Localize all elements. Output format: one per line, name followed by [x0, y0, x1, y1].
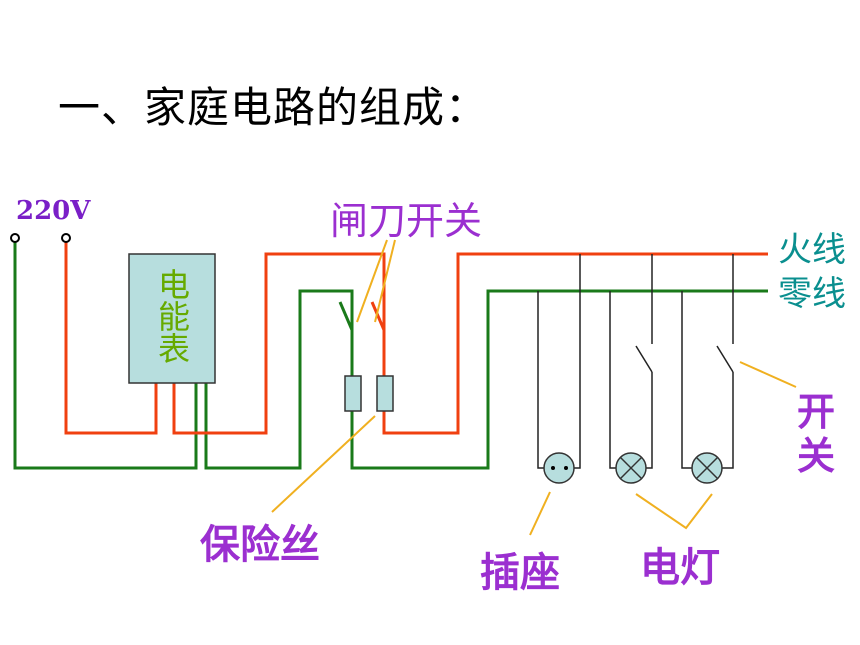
lamp2-switch-blade [716, 345, 734, 373]
neutral-wire-label: 零线 [778, 274, 846, 314]
socket-branch [537, 254, 581, 469]
neutral-wire-fuse-path [350, 289, 768, 470]
pointer-lamp [635, 493, 713, 530]
meter-label: 电能表 [153, 268, 191, 364]
knife-blade-right [370, 301, 386, 331]
voltage-label: 220V [16, 196, 91, 226]
lamp2-branch [681, 291, 734, 469]
live-wire-label: 火线 [778, 230, 846, 270]
pointer-switch [739, 361, 797, 388]
lamp1-branch [609, 291, 653, 469]
pointer-knife-right [374, 239, 396, 323]
pointer-socket [529, 491, 551, 536]
pointer-lines [271, 239, 797, 536]
knife-switch-label: 闸刀开关 [330, 199, 483, 243]
knife-blade-left [338, 301, 354, 331]
fuse-label: 保险丝 [200, 522, 320, 568]
fuse-left [344, 375, 362, 412]
terminal-left [10, 233, 20, 243]
branch-circuits [537, 254, 734, 469]
terminal-right [61, 233, 71, 243]
lamp1-switch-blade [635, 345, 653, 373]
live-wire-meter-out [172, 252, 386, 435]
live-wire-supply [64, 241, 158, 435]
socket-icon [543, 452, 575, 484]
pointer-fuse [271, 415, 376, 513]
page-title: 一、家庭电路的组成： [58, 83, 489, 132]
lamp-icon-2 [691, 452, 723, 484]
neutral-wire-path [13, 241, 768, 470]
live-wire-fuse-path [382, 252, 768, 435]
socket-label: 插座 [480, 550, 560, 596]
lamp-icon-1 [615, 452, 647, 484]
neutral-wire-supply [13, 241, 198, 470]
lamp-label: 电灯 [640, 545, 720, 591]
pointer-knife-left [356, 239, 388, 323]
fuse-right [376, 375, 394, 412]
switch-label: 开关 [797, 390, 836, 478]
electric-meter-box [128, 253, 216, 384]
neutral-wire-meter-out [204, 289, 354, 470]
